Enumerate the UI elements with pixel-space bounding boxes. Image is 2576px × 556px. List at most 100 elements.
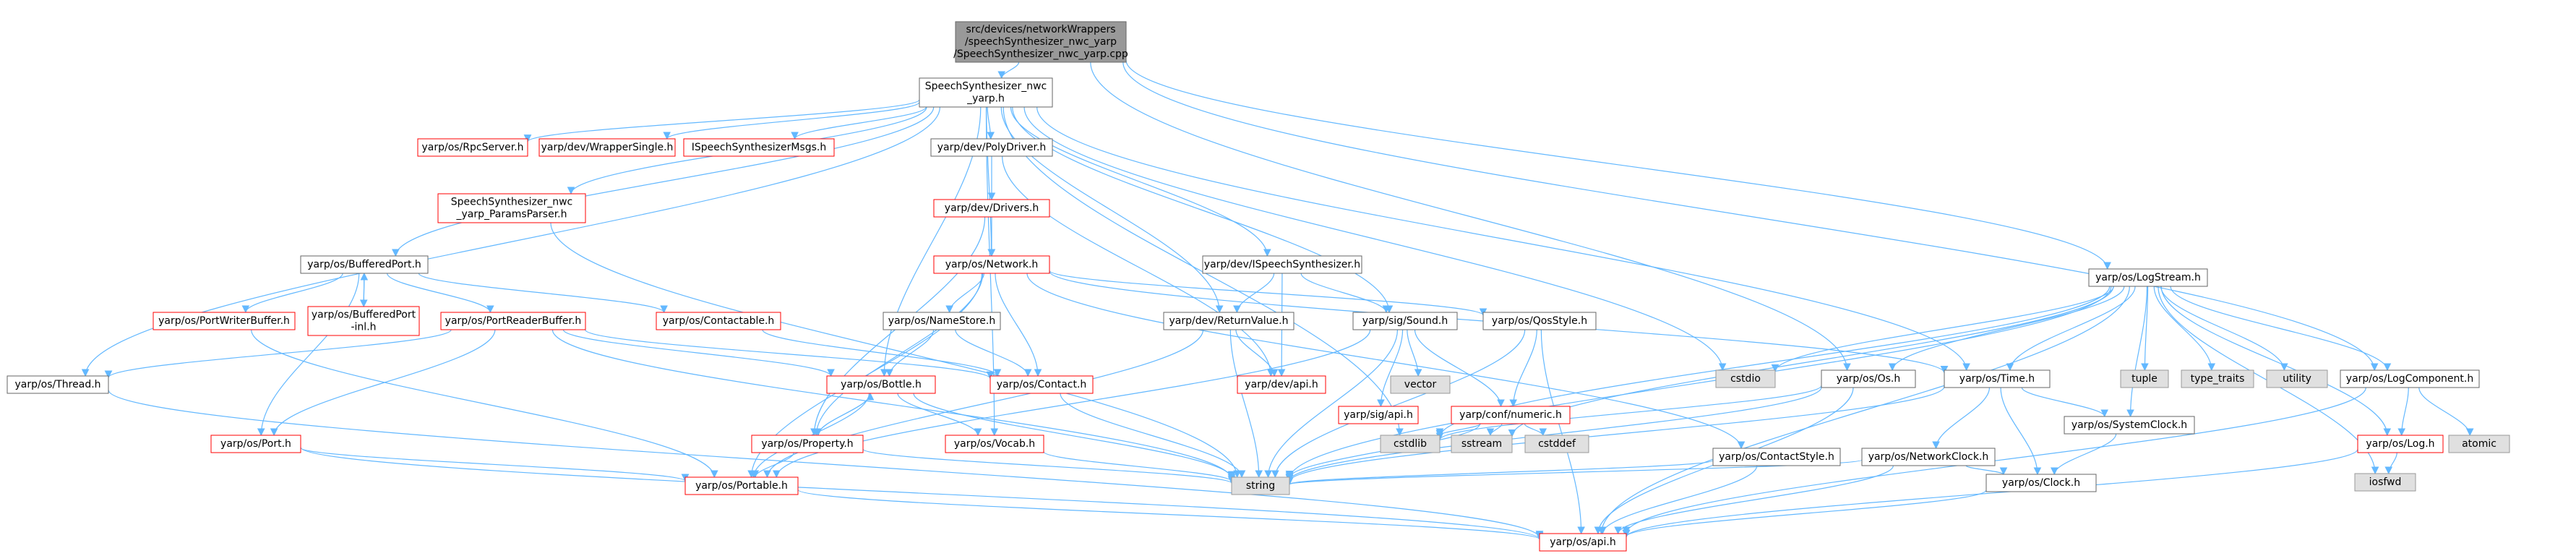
node-ispeechsynth[interactable]: yarp/dev/ISpeechSynthesizer.h bbox=[1202, 255, 1362, 274]
node-box-cstdio bbox=[1715, 369, 1776, 388]
node-label-line: yarp/dev/ISpeechSynthesizer.h bbox=[1204, 259, 1360, 270]
node-box-clock bbox=[1985, 474, 2097, 492]
node-confnumeric[interactable]: yarp/conf/numeric.h bbox=[1451, 406, 1571, 424]
edge-portreaderbuffer-to-bottle bbox=[562, 329, 835, 377]
node-osapi[interactable]: yarp/os/api.h bbox=[1539, 533, 1627, 552]
edge-ss_nwc_h-to-polydriver bbox=[987, 106, 995, 140]
edge-portreaderbuffer-to-string bbox=[551, 329, 1236, 481]
node-label-line: yarp/os/QosStyle.h bbox=[1492, 315, 1587, 327]
node-root[interactable]: src/devices/networkWrappers/speechSynthe… bbox=[953, 21, 1128, 63]
node-label-clock: yarp/os/Clock.h bbox=[2002, 477, 2080, 489]
node-contactable[interactable]: yarp/os/Contactable.h bbox=[656, 312, 781, 330]
node-clock[interactable]: yarp/os/Clock.h bbox=[1985, 474, 2097, 492]
node-box-typetraits bbox=[2181, 369, 2254, 388]
node-label-line: yarp/sig/api.h bbox=[1344, 409, 1413, 421]
node-cstdio: cstdio bbox=[1715, 369, 1776, 388]
node-logstream[interactable]: yarp/os/LogStream.h bbox=[2088, 268, 2208, 287]
node-box-rpcserver bbox=[417, 138, 528, 157]
node-systemclock[interactable]: yarp/os/SystemClock.h bbox=[2064, 416, 2195, 435]
node-sigapi[interactable]: yarp/sig/api.h bbox=[1338, 406, 1419, 424]
node-label-port: yarp/os/Port.h bbox=[220, 438, 291, 450]
node-box-contactstyle bbox=[1712, 448, 1841, 466]
node-tuple: tuple bbox=[2120, 369, 2169, 388]
edge-network-to-namestore bbox=[945, 273, 984, 314]
node-property[interactable]: yarp/os/Property.h bbox=[751, 435, 864, 453]
node-thread[interactable]: yarp/os/Thread.h bbox=[7, 375, 109, 394]
edge-bufferedport-to-port bbox=[257, 273, 360, 437]
node-label-returnvalue: yarp/dev/ReturnValue.h bbox=[1169, 315, 1289, 327]
node-label-portreaderbuffer: yarp/os/PortReaderBuffer.h bbox=[445, 315, 582, 327]
node-label-vector: vector bbox=[1404, 379, 1437, 390]
node-cstddef: cstddef bbox=[1524, 435, 1589, 453]
node-portreaderbuffer[interactable]: yarp/os/PortReaderBuffer.h bbox=[440, 312, 586, 330]
node-label-line: yarp/os/Property.h bbox=[761, 438, 853, 450]
edge-sound-to-portable bbox=[773, 329, 1371, 479]
edge-logstream-to-utility bbox=[2160, 286, 2288, 372]
node-log[interactable]: yarp/os/Log.h bbox=[2357, 435, 2444, 453]
node-os[interactable]: yarp/os/Os.h bbox=[1821, 369, 1916, 388]
node-label-line: sstream bbox=[1461, 438, 1502, 450]
edge-ss_nwc_h-to-returnvalue bbox=[1000, 106, 1224, 314]
node-port[interactable]: yarp/os/Port.h bbox=[210, 435, 301, 453]
node-label-network: yarp/os/Network.h bbox=[945, 259, 1039, 270]
node-rpcserver[interactable]: yarp/os/RpcServer.h bbox=[417, 138, 528, 157]
node-devapi[interactable]: yarp/dev/api.h bbox=[1237, 375, 1326, 394]
edge-qosstyle-to-confnumeric bbox=[1509, 329, 1537, 408]
edge-property-to-string bbox=[862, 448, 1236, 484]
edge-confnumeric-to-cstddef bbox=[1524, 423, 1547, 437]
node-label-portable: yarp/os/Portable.h bbox=[695, 480, 788, 492]
edge-namestore-to-contact bbox=[955, 329, 1032, 377]
node-bufferedportinl[interactable]: yarp/os/BufferedPort-inl.h bbox=[307, 306, 420, 336]
node-label-osapi: yarp/os/api.h bbox=[1550, 536, 1615, 548]
node-portwriterbuffer[interactable]: yarp/os/PortWriterBuffer.h bbox=[153, 312, 296, 330]
edge-logstream-to-string bbox=[1285, 286, 2112, 480]
node-qosstyle[interactable]: yarp/os/QosStyle.h bbox=[1482, 312, 1597, 330]
node-label-line: yarp/sig/Sound.h bbox=[1362, 315, 1448, 327]
edge-qosstyle-to-osapi bbox=[1540, 329, 1586, 535]
edge-bufferedport-to-portwriterbuffer bbox=[241, 273, 343, 314]
node-box-os bbox=[1821, 369, 1916, 388]
node-label-bottle: yarp/os/Bottle.h bbox=[841, 379, 922, 390]
node-box-systemclock bbox=[2064, 416, 2195, 435]
node-label-bufferedportinl: yarp/os/BufferedPort-inl.h bbox=[312, 309, 416, 333]
node-label-typetraits: type_traits bbox=[2191, 373, 2245, 385]
node-string: string bbox=[1231, 476, 1290, 495]
node-namestore[interactable]: yarp/os/NameStore.h bbox=[883, 312, 1001, 330]
node-label-line: yarp/os/Contact.h bbox=[997, 379, 1087, 390]
node-label-drivers: yarp/dev/Drivers.h bbox=[945, 202, 1039, 214]
node-networkclock[interactable]: yarp/os/NetworkClock.h bbox=[1861, 448, 1996, 466]
node-drivers[interactable]: yarp/dev/Drivers.h bbox=[933, 199, 1050, 218]
dependency-edges bbox=[81, 60, 2474, 541]
node-bufferedport[interactable]: yarp/os/BufferedPort.h bbox=[300, 255, 429, 274]
node-ss_nwc_h[interactable]: SpeechSynthesizer_nwc_yarp.h bbox=[919, 77, 1053, 108]
edge-ss_nwc_h-to-bufferedport bbox=[392, 106, 935, 257]
node-label-line: yarp/os/api.h bbox=[1550, 536, 1615, 548]
node-contactstyle[interactable]: yarp/os/ContactStyle.h bbox=[1712, 448, 1841, 466]
node-returnvalue[interactable]: yarp/dev/ReturnValue.h bbox=[1163, 312, 1295, 330]
node-portable[interactable]: yarp/os/Portable.h bbox=[684, 476, 799, 495]
node-polydriver[interactable]: yarp/dev/PolyDriver.h bbox=[930, 138, 1053, 157]
node-label-sound: yarp/sig/Sound.h bbox=[1362, 315, 1448, 327]
node-sound[interactable]: yarp/sig/Sound.h bbox=[1352, 312, 1458, 330]
node-label-ispeechsynth: yarp/dev/ISpeechSynthesizer.h bbox=[1204, 259, 1360, 270]
node-label-line: cstdlib bbox=[1394, 438, 1427, 450]
node-wrappersingle[interactable]: yarp/dev/WrapperSingle.h bbox=[538, 138, 676, 157]
node-box-property bbox=[751, 435, 864, 453]
edge-bottle-to-string bbox=[913, 393, 1236, 479]
node-label-line: yarp/dev/WrapperSingle.h bbox=[541, 142, 674, 153]
node-box-logstream bbox=[2088, 268, 2208, 287]
node-label-os: yarp/os/Os.h bbox=[1837, 373, 1900, 385]
node-bottle[interactable]: yarp/os/Bottle.h bbox=[826, 375, 936, 394]
node-vocab[interactable]: yarp/os/Vocab.h bbox=[945, 435, 1044, 453]
node-network[interactable]: yarp/os/Network.h bbox=[933, 255, 1050, 274]
node-logcomponent[interactable]: yarp/os/LogComponent.h bbox=[2340, 369, 2480, 388]
node-label-paramsparser: SpeechSynthesizer_nwc_yarp_ParamsParser.… bbox=[451, 197, 573, 221]
node-paramsparser[interactable]: SpeechSynthesizer_nwc_yarp_ParamsParser.… bbox=[437, 193, 586, 223]
node-contact[interactable]: yarp/os/Contact.h bbox=[989, 375, 1094, 394]
node-isynthmsgs[interactable]: ISpeechSynthesizerMsgs.h bbox=[683, 138, 835, 157]
node-label-polydriver: yarp/dev/PolyDriver.h bbox=[937, 142, 1047, 153]
node-time[interactable]: yarp/os/Time.h bbox=[1944, 369, 2051, 388]
edge-thread-to-osapi bbox=[108, 390, 1544, 539]
node-utility: utility bbox=[2266, 369, 2328, 388]
node-label-isynthmsgs: ISpeechSynthesizerMsgs.h bbox=[692, 142, 827, 153]
